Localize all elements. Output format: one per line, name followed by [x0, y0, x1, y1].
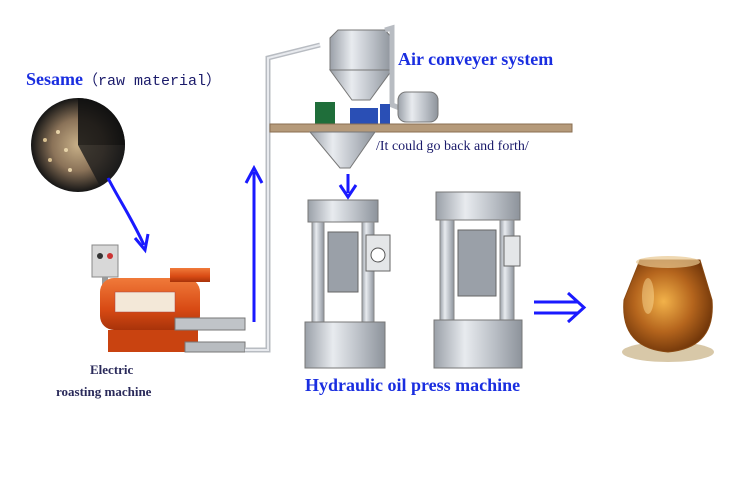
arrow-to-oil	[534, 291, 587, 324]
roaster-label-line1: Electric	[90, 362, 134, 377]
roaster-label-line2: roasting machine	[56, 384, 152, 399]
hydraulic-press-2	[433, 191, 523, 369]
sesame-note: （raw material）	[83, 73, 222, 90]
arrow-seeds-to-roaster	[106, 177, 146, 246]
hydraulic-press-1	[304, 199, 391, 369]
roasting-machine	[91, 244, 246, 353]
press-machine-label: Hydraulic oil press machine	[305, 375, 521, 395]
back-forth-note: /It could go back and forth/	[376, 139, 529, 154]
sesame-label: Sesame	[26, 69, 83, 89]
air-conveyer-unit	[269, 24, 573, 169]
sesame-oil-image	[622, 256, 714, 362]
air-conveyer-label: Air conveyer system	[398, 49, 554, 69]
conveyer-pipe	[245, 42, 321, 353]
arrow-seeds-to-roaster-head	[133, 233, 150, 254]
sesame-seeds-image	[31, 98, 125, 192]
